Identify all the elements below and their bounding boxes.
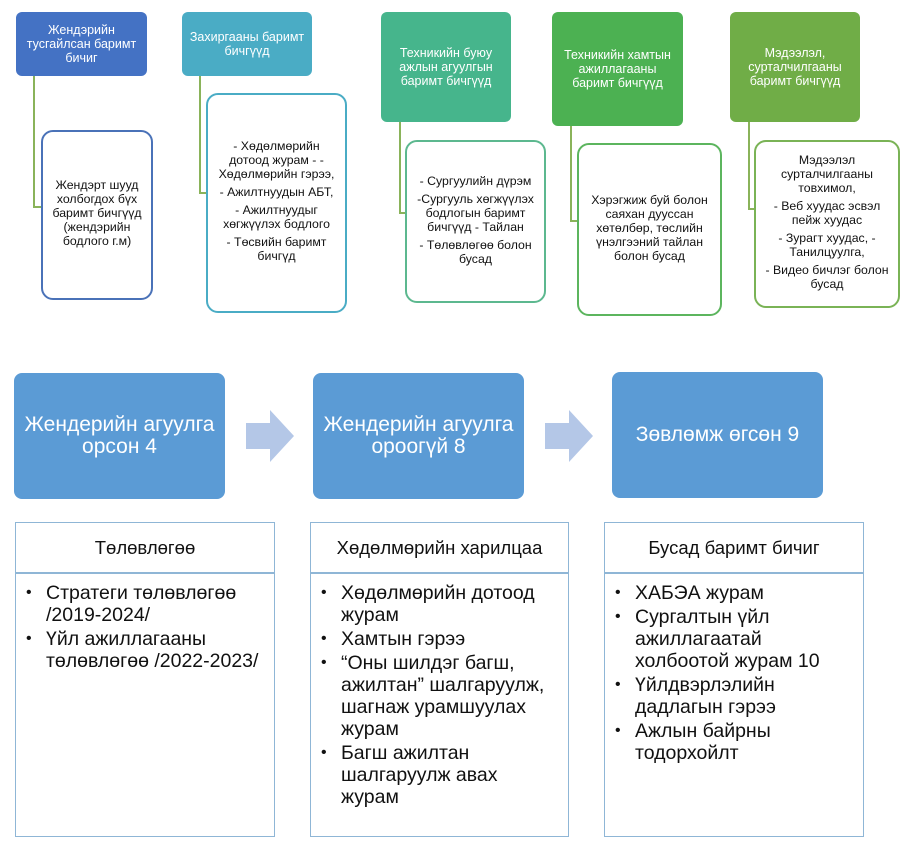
connector-line — [399, 122, 409, 214]
category-card-technical: - Сургуулийн дүрэм -Сургууль хөгжүүлэх б… — [405, 140, 546, 303]
category-header-technical: Техникийн буюу ажлын агуулгын баримт бич… — [381, 12, 511, 122]
panel-title: Бусад баримт бичиг — [605, 523, 863, 574]
panel-title: Хөдөлмөрийн харилцаа — [311, 523, 568, 574]
process-step-label: Жендерийн агуулга орсон 4 — [24, 413, 215, 458]
connector-line — [199, 76, 209, 194]
category-title: Мэдээлэл, сурталчилгааны баримт бичгүүд — [748, 46, 842, 88]
category-header-information: Мэдээлэл, сурталчилгааны баримт бичгүүд — [730, 12, 860, 122]
panel-other-documents: Бусад баримт бичиг ХАБЭА журам Сургалтын… — [604, 522, 864, 837]
card-text: Хэрэгжиж буй болон саяхан дууссан хөтөлб… — [591, 192, 708, 263]
list-item: “Оны шилдэг багш, ажилтан” шалгаруулж, ш… — [321, 652, 558, 740]
process-step-label: Зөвлөмж өгсөн 9 — [635, 423, 800, 446]
arrow-right-icon — [545, 410, 593, 462]
panel-list: ХАБЭА журам Сургалтын үйл ажиллагаатай х… — [605, 574, 863, 764]
card-text: - Төлөвлөгөө болон бусад — [419, 237, 532, 266]
process-step-recommended: Зөвлөмж өгсөн 9 — [612, 372, 823, 498]
list-item: Хамтын гэрээ — [321, 628, 558, 650]
card-text: - Ажилтнуудын АБТ, — [219, 185, 334, 199]
category-card-admin: - Хөдөлмөрийн дотоод журам - - Хөдөлмөри… — [206, 93, 347, 313]
list-item: Сургалтын үйл ажиллагаатай холбоотой жур… — [615, 606, 853, 672]
card-text: - Хөдөлмөрийн дотоод журам - - Хөдөлмөри… — [218, 139, 335, 181]
list-item: Багш ажилтан шалгаруулж авах журам — [321, 742, 558, 808]
category-card-gender: Жендэрт шууд холбогдох бүх баримт бичгүү… — [41, 130, 153, 300]
category-title: Жендэрийн тусгайлсан баримт бичиг — [26, 23, 137, 65]
connector-line — [570, 126, 580, 222]
panel-list: Хөдөлмөрийн дотоод журам Хамтын гэрээ “О… — [311, 574, 568, 808]
list-item: ХАБЭА журам — [615, 582, 853, 604]
arrow-right-icon — [246, 410, 294, 462]
card-text: - Сургуулийн дүрэм — [419, 173, 532, 188]
card-text: Жендэрт шууд холбогдох бүх баримт бичгүү… — [52, 178, 142, 248]
card-text: - Ажилтнуудыг хөгжүүлэх бодлого — [223, 203, 330, 231]
list-item: Үйл ажиллагааны төлөвлөгөө /2022-2023/ — [26, 628, 264, 672]
panel-labor-relations: Хөдөлмөрийн харилцаа Хөдөлмөрийн дотоод … — [310, 522, 569, 837]
card-text: - Видео бичлэг болон бусад — [765, 263, 889, 291]
panel-list: Стратеги төлөвлөгөө /2019-2024/ Үйл ажил… — [16, 574, 274, 672]
category-header-cooperation: Техникийн хамтын ажиллагааны баримт бичг… — [552, 12, 683, 126]
category-title: Техникийн буюу ажлын агуулгын баримт бич… — [399, 46, 493, 88]
card-text: -Сургууль хөгжүүлэх бодлогын баримт бичг… — [417, 191, 534, 234]
category-title: Техникийн хамтын ажиллагааны баримт бичг… — [564, 48, 671, 90]
list-item: Ажлын байрны тодорхойлт — [615, 720, 853, 764]
card-text: - Төсвийн баримт бичгүд — [226, 235, 327, 263]
process-step-included: Жендерийн агуулга орсон 4 — [14, 373, 225, 499]
list-item: Үйлдвэрлэлийн дадлагын гэрээ — [615, 674, 853, 718]
panel-planning: Төлөвлөгөө Стратеги төлөвлөгөө /2019-202… — [15, 522, 275, 837]
list-item: Хөдөлмөрийн дотоод журам — [321, 582, 558, 626]
category-card-information: Мэдээлэл сурталчилгааны товхимол, - Веб … — [754, 140, 900, 308]
category-title: Захиргааны баримт бичгүүд — [189, 30, 305, 58]
process-step-label: Жендерийн агуулга ороогүй 8 — [323, 413, 514, 458]
category-card-cooperation: Хэрэгжиж буй болон саяхан дууссан хөтөлб… — [577, 143, 722, 316]
card-text: - Зурагт хуудас, - Танилцуулга, — [778, 231, 876, 259]
card-text: - Веб хуудас эсвэл пейж хуудас — [773, 199, 881, 227]
panel-title: Төлөвлөгөө — [16, 523, 274, 574]
connector-line — [33, 76, 43, 208]
connector-line — [748, 122, 758, 210]
category-header-admin: Захиргааны баримт бичгүүд — [182, 12, 312, 76]
list-item: Стратеги төлөвлөгөө /2019-2024/ — [26, 582, 264, 626]
process-step-not-included: Жендерийн агуулга ороогүй 8 — [313, 373, 524, 499]
category-header-gender: Жендэрийн тусгайлсан баримт бичиг — [16, 12, 147, 76]
card-text: Мэдээлэл сурталчилгааны товхимол, — [781, 153, 873, 195]
